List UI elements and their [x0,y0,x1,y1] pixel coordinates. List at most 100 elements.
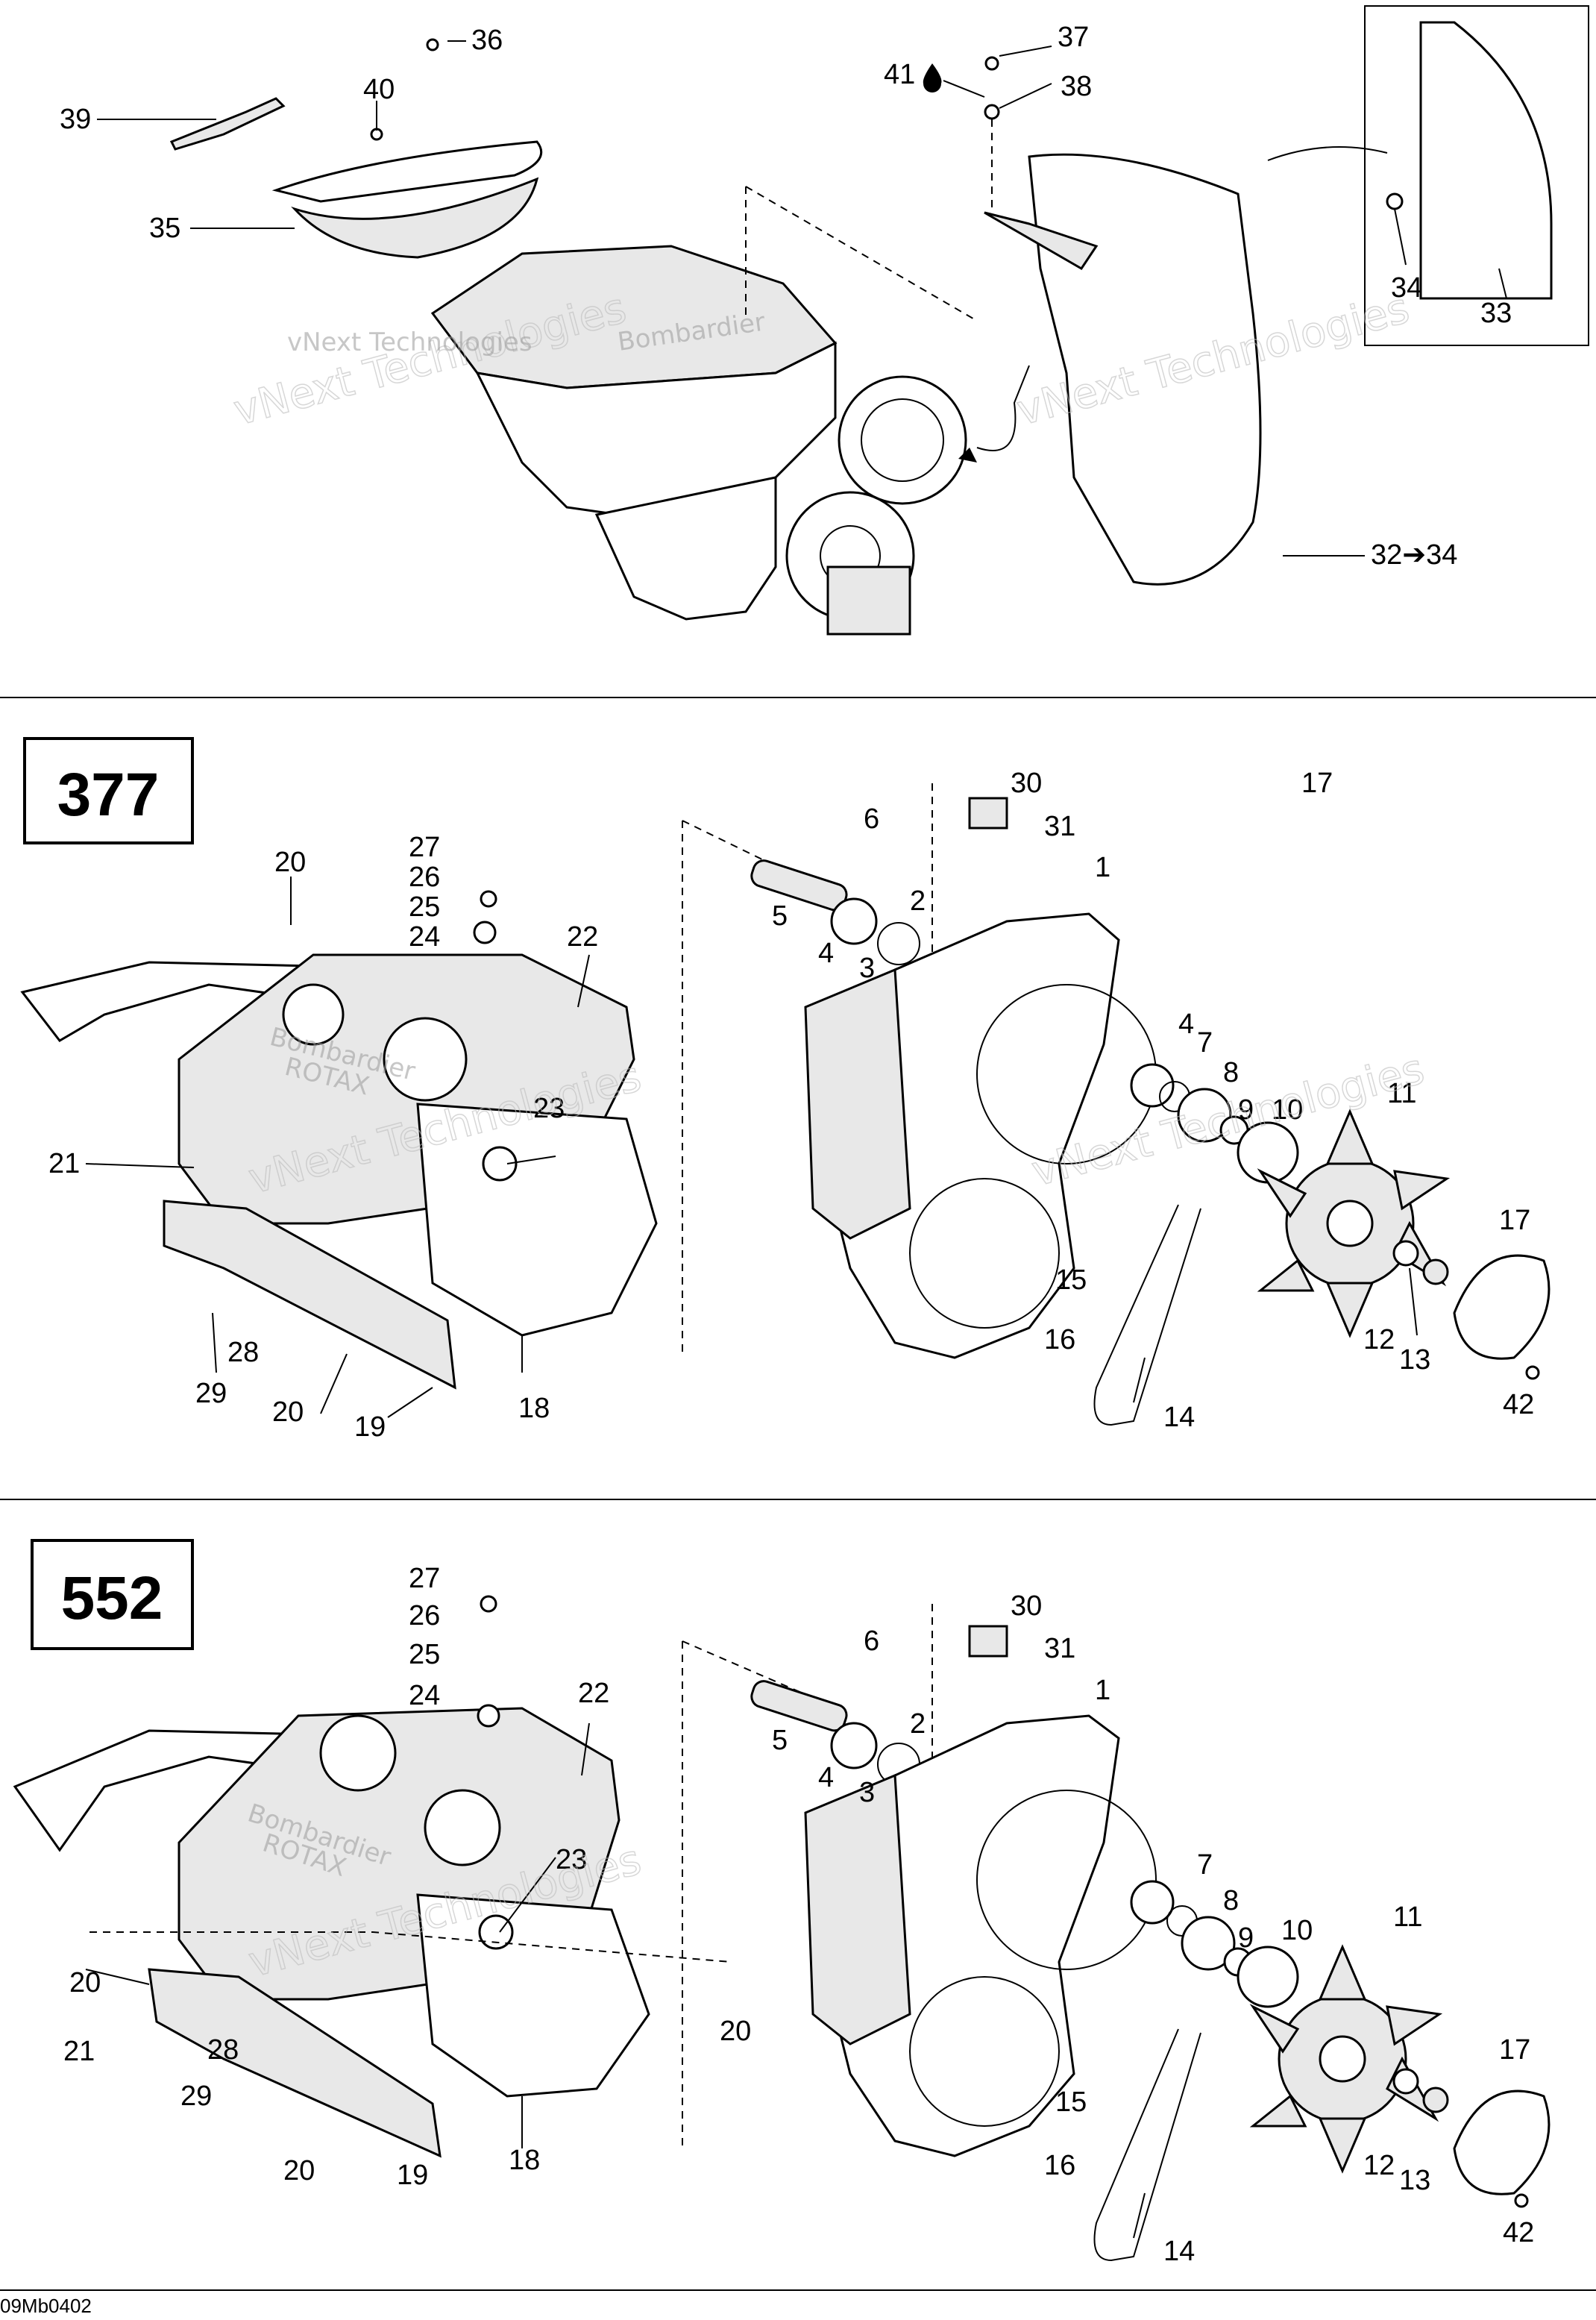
bolt-part-27 [480,890,497,908]
label-16: 16 [1044,1324,1075,1355]
label-10: 10 [1272,1094,1303,1126]
section-377-title: 377 [57,761,160,829]
label-18: 18 [518,1393,550,1424]
clip-part-30 [968,797,1008,830]
circlip-part-2 [877,922,920,965]
label-552-23: 23 [556,1844,587,1875]
clip-552 [968,1625,1008,1658]
label-26: 26 [409,862,440,893]
label-17: 17 [1499,1205,1530,1236]
label-552-11: 11 [1393,1902,1422,1933]
housing-flange-377 [804,968,911,1240]
label-552-31: 31 [1044,1633,1075,1664]
label-2: 2 [910,885,926,917]
label-33: 33 [1480,298,1512,329]
label-552-15: 15 [1055,2087,1087,2118]
label-552-26: 26 [409,1600,440,1631]
label-552-8: 8 [1223,1885,1239,1916]
label-552-16: 16 [1044,2150,1075,2181]
label-552-1: 1 [1095,1675,1110,1706]
label-552-20-a: 20 [69,1967,101,1998]
bearing-part-4 [830,897,878,945]
baffle-part-35 [271,140,543,203]
label-30: 30 [1011,768,1042,799]
inset-box [1364,5,1589,346]
label-552-30: 30 [1011,1590,1042,1622]
shaft-part-5 [750,859,848,912]
label-552-17: 17 [1499,2034,1530,2066]
label-21: 21 [48,1148,80,1179]
label-552-19: 19 [397,2160,428,2191]
oil-drop-icon [923,63,942,93]
label-552-42: 42 [1503,2217,1534,2248]
label-20-b: 20 [272,1396,304,1428]
pulley-part-8 [1177,1088,1232,1143]
label-552-14: 14 [1163,2236,1195,2267]
belt-part-14 [1093,1204,1201,1426]
label-552-7: 7 [1197,1849,1213,1881]
fan-part-11 [1257,1109,1451,1338]
label-8: 8 [1223,1057,1239,1088]
top-section: Bombardier 36 40 39 35 37 41 38 34 [60,5,1589,636]
label-6: 6 [864,803,879,835]
diagram-code: 09Mb0402 [0,2295,92,2316]
label-27: 27 [409,832,440,863]
label-42: 42 [1503,1389,1534,1420]
label-9: 9 [1238,1094,1254,1126]
screw-part-36 [426,38,439,51]
screw-part-37 [984,56,999,71]
label-23: 23 [533,1093,565,1124]
label-1: 1 [1095,852,1110,883]
shroud-part-18 [416,1103,658,1337]
label-7: 7 [1197,1027,1213,1059]
housing-arm [984,211,1099,271]
label-29: 29 [195,1378,227,1409]
washer-part-34 [1386,192,1404,210]
label-552-5: 5 [772,1725,788,1756]
label-552-10: 10 [1281,1915,1313,1946]
label-552-22: 22 [578,1678,609,1709]
label-12: 12 [1363,1324,1395,1355]
label-41: 41 [884,59,915,90]
watermark-2: vNext Technologies [287,327,532,357]
label-20-a: 20 [274,847,306,878]
label-25: 25 [409,891,440,923]
label-3: 3 [859,953,875,984]
bearing-part-4b [1130,1063,1175,1108]
plate-part-33 [1419,21,1553,300]
label-32-34: 32➔34 [1371,539,1457,571]
label-19: 19 [354,1411,386,1443]
guard-part-19 [163,1200,456,1390]
label-15: 15 [1055,1264,1087,1296]
label-552-4: 4 [818,1762,834,1793]
section-377: 377 Bombardier ROTAX [20,737,1551,1443]
fan-552 [1249,1944,1443,2174]
bracket-part-39 [169,97,286,151]
label-552-24: 24 [409,1680,440,1711]
section-552: 552 Bombardier ROTAX [13,1539,1551,2267]
label-552-20-b: 20 [720,2016,751,2047]
shaft-552 [750,1680,848,1732]
label-38: 38 [1061,71,1092,102]
label-28: 28 [227,1337,259,1368]
label-4: 4 [818,938,834,969]
label-552-21: 21 [63,2036,95,2067]
label-40: 40 [363,74,395,105]
label-13: 13 [1399,1344,1430,1376]
guard-552 [148,1968,442,2158]
belt-552 [1093,2028,1201,2262]
washer-part-12 [1392,1240,1419,1267]
label-552-6: 6 [864,1625,879,1657]
label-37: 37 [1058,22,1089,53]
screw-part-40 [370,128,383,141]
label-552-13: 13 [1399,2165,1430,2196]
washer-part-24 [473,921,497,944]
label-552-27: 27 [409,1563,440,1594]
starter-bracket [826,565,911,636]
flywheel-top [838,375,967,505]
cap-part-17 [1453,1254,1551,1360]
label-552-2: 2 [910,1708,926,1740]
label-22: 22 [567,921,598,953]
grommet-part-23 [482,1146,518,1182]
label-552-20-c: 20 [283,2155,315,2186]
